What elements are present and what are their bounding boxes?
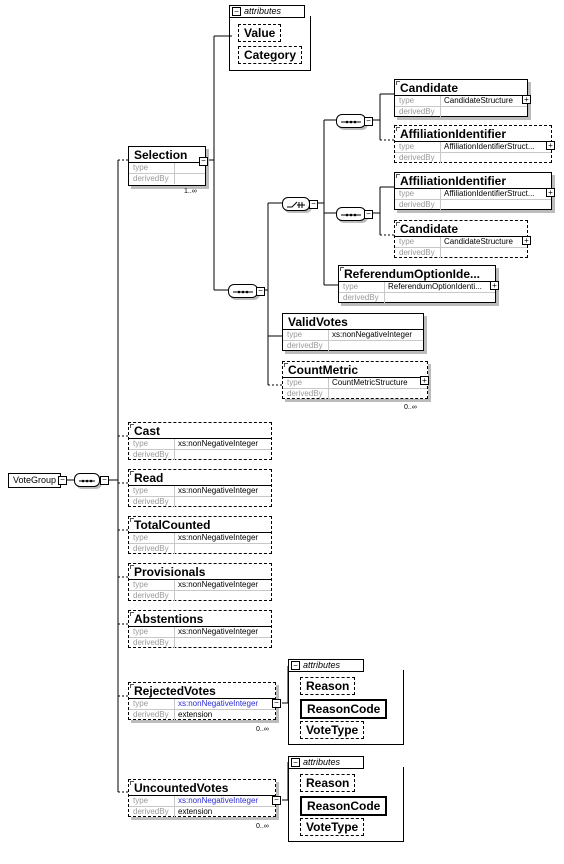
expand-icon[interactable]: + <box>522 236 531 245</box>
element-marker-icon <box>396 127 400 131</box>
attribute-value[interactable]: Value <box>238 24 282 42</box>
cardinality: 0..∞ <box>256 726 269 733</box>
collapse-icon[interactable]: − <box>309 200 318 209</box>
collapse-icon[interactable]: − <box>58 476 67 485</box>
sequence-dots-icon <box>79 479 95 483</box>
attribute-reasoncode[interactable]: ReasonCode <box>300 699 388 719</box>
sequence-dots-icon <box>341 213 361 217</box>
element-selection[interactable]: Selection type derivedBy <box>128 146 206 186</box>
sequence-dots-icon <box>341 120 361 124</box>
sequence-compositor-icon <box>336 114 366 128</box>
attributes-group-body <box>229 16 311 71</box>
element-marker-icon <box>340 267 344 271</box>
attribute-reason[interactable]: Reason <box>300 677 356 695</box>
element-marker-icon <box>396 81 400 85</box>
attribute-votetype[interactable]: VoteType <box>300 818 365 836</box>
expand-icon[interactable]: + <box>546 188 555 197</box>
collapse-icon[interactable]: − <box>291 758 300 767</box>
sequence-dots-icon <box>233 290 253 294</box>
attributes-group-body <box>288 670 404 745</box>
attribute-votetype[interactable]: VoteType <box>300 721 365 739</box>
expand-icon[interactable]: + <box>546 141 555 150</box>
cardinality: 0..∞ <box>404 404 417 411</box>
element-marker-icon <box>130 781 134 785</box>
attributes-group-header[interactable]: −attributes <box>229 5 305 18</box>
collapse-icon[interactable]: − <box>291 661 300 670</box>
element-marker-icon <box>130 612 134 616</box>
element-marker-icon <box>284 363 288 367</box>
collapse-icon[interactable]: − <box>272 699 281 708</box>
expand-icon[interactable]: + <box>522 95 531 104</box>
element-marker-icon <box>130 424 134 428</box>
element-marker-icon <box>396 222 400 226</box>
attributes-group-header[interactable]: −attributes <box>288 659 364 672</box>
sequence-compositor-icon <box>228 284 258 298</box>
element-name: Selection <box>134 148 188 162</box>
attributes-group-body <box>288 767 404 842</box>
element-marker-icon <box>130 684 134 688</box>
expand-icon[interactable]: + <box>420 376 429 385</box>
attribute-reasoncode[interactable]: ReasonCode <box>300 796 388 816</box>
collapse-icon[interactable]: − <box>272 796 281 805</box>
collapse-icon[interactable]: − <box>199 157 208 166</box>
collapse-icon[interactable]: − <box>256 287 265 296</box>
collapse-icon[interactable]: − <box>364 210 373 219</box>
attributes-label: attributes <box>244 6 282 16</box>
element-marker-icon <box>130 471 134 475</box>
choice-compositor-icon <box>282 197 310 211</box>
root-element-name: VoteGroup <box>13 475 57 485</box>
element-marker-icon <box>130 518 134 522</box>
sequence-compositor-icon <box>336 207 366 221</box>
cardinality: 0..∞ <box>256 823 269 830</box>
collapse-icon[interactable]: − <box>100 476 109 485</box>
attribute-reason[interactable]: Reason <box>300 774 356 792</box>
sequence-compositor-icon <box>74 473 100 487</box>
collapse-icon[interactable]: − <box>364 117 373 126</box>
cardinality: 1..∞ <box>184 188 197 195</box>
choice-switch-icon <box>287 201 305 208</box>
element-marker-icon <box>396 174 400 178</box>
collapse-icon[interactable]: − <box>232 7 241 16</box>
attribute-category[interactable]: Category <box>238 46 303 64</box>
root-element-votegroup[interactable]: VoteGroup <box>8 473 62 488</box>
element-marker-icon <box>130 565 134 569</box>
attributes-group-header[interactable]: −attributes <box>288 756 364 769</box>
expand-icon[interactable]: + <box>490 281 499 290</box>
